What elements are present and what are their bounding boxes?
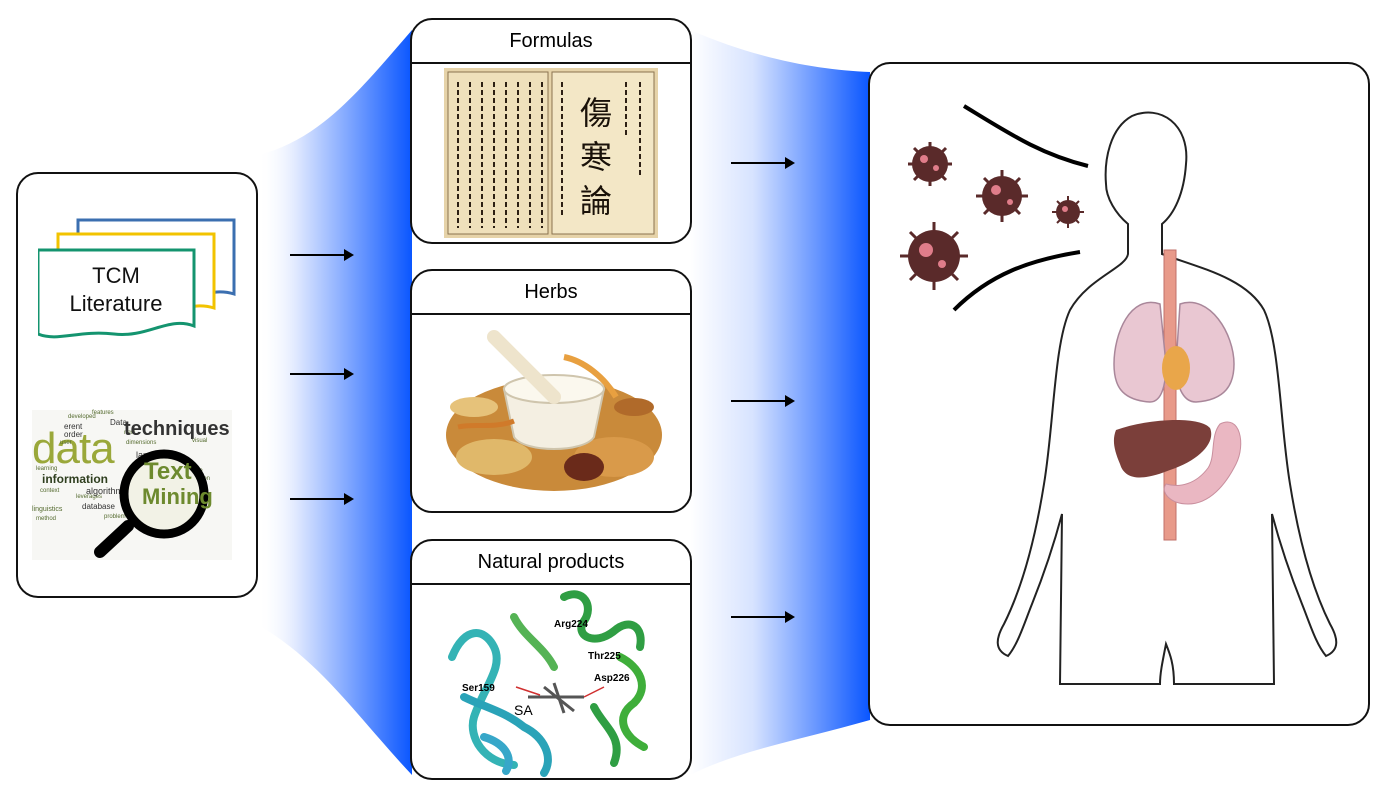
wordcloud-word-large: information xyxy=(42,472,108,486)
protein-structure-image: Arg224 Thr225 Asp226 Ser159 SA xyxy=(448,590,648,777)
wordcloud-word: features xyxy=(92,410,114,416)
wordcloud-word: context xyxy=(40,488,60,494)
lungs-icon xyxy=(1175,301,1235,403)
wordcloud-word: problem xyxy=(104,514,126,520)
wordcloud-word: database xyxy=(82,502,115,511)
stomach-icon xyxy=(1163,421,1242,505)
wordcloud-word: linguistics xyxy=(32,506,63,513)
heart-icon xyxy=(1162,346,1190,390)
residue-label: Asp226 xyxy=(594,673,630,684)
wordcloud-word: learning xyxy=(36,466,58,472)
wordcloud-word: order xyxy=(64,430,83,439)
target-panel xyxy=(868,62,1370,726)
virus-icon xyxy=(976,170,1028,222)
ligand-label: SA xyxy=(514,702,533,718)
wordcloud-word-large: Text xyxy=(144,458,192,485)
book-title-char: 寒 xyxy=(580,138,612,176)
formulas-title: Formulas xyxy=(412,20,690,64)
residue-label: Ser159 xyxy=(462,683,495,694)
book-title-char: 論 xyxy=(580,182,612,220)
left-funnel xyxy=(258,30,412,775)
document-stack-icon xyxy=(38,218,236,339)
arrow-right xyxy=(290,493,354,505)
wordcloud-word: developed xyxy=(68,414,96,420)
wordcloud-word-large: Mining xyxy=(142,484,213,509)
wordcloud-word: new xyxy=(124,430,136,436)
virus-icon xyxy=(900,222,968,290)
wordcloud-word: dimensions xyxy=(126,440,157,446)
wordcloud-word-large: data xyxy=(32,424,115,473)
wordcloud-word: method xyxy=(36,516,57,522)
magnifier-icon xyxy=(94,449,209,558)
arrow-right xyxy=(290,368,354,380)
formulas-panel: Formulas 傷 寒 論 xyxy=(410,18,692,244)
liver-icon xyxy=(1113,419,1212,478)
mortar-herbs-image xyxy=(446,330,662,491)
wordcloud-word: user xyxy=(60,440,72,446)
wordcloud-word: leverages xyxy=(76,494,103,500)
virus-icon xyxy=(1052,196,1084,228)
source-panel: TCM Literature developed features Data e… xyxy=(16,172,258,598)
virus-icon xyxy=(908,142,952,186)
herbs-panel: Herbs xyxy=(410,269,692,513)
wordcloud-word: visual xyxy=(192,438,208,444)
document-label-line2: Literature xyxy=(69,291,163,316)
herbs-title: Herbs xyxy=(412,271,690,315)
wordcloud-word: Data xyxy=(110,418,127,427)
airflow-line xyxy=(962,104,1089,168)
lungs-icon xyxy=(1113,301,1167,403)
natural-products-title: Natural products xyxy=(412,541,690,585)
arrow-right xyxy=(290,249,354,261)
document-label-line1: TCM xyxy=(92,263,140,288)
residue-label: Thr225 xyxy=(588,651,621,662)
human-body-illustration xyxy=(900,104,1338,685)
wordcloud-word: erent xyxy=(64,422,83,431)
arrow-right xyxy=(731,157,795,169)
wordcloud-word: algorithms xyxy=(86,486,128,496)
right-funnel xyxy=(690,30,870,775)
residue-label: Arg224 xyxy=(554,619,588,630)
arrow-right xyxy=(731,611,795,623)
arrow-right xyxy=(731,395,795,407)
ancient-book-image: 傷 寒 論 xyxy=(444,68,658,238)
airflow-line xyxy=(952,250,1081,312)
natural-products-panel: Natural products Arg224 Thr225 Asp226 Se… xyxy=(410,539,692,780)
body-outline xyxy=(996,111,1338,685)
text-mining-wordcloud: developed features Data erent order new … xyxy=(32,410,232,560)
book-title-char: 傷 xyxy=(580,94,612,132)
wordcloud-word-large: techniques xyxy=(124,418,230,440)
